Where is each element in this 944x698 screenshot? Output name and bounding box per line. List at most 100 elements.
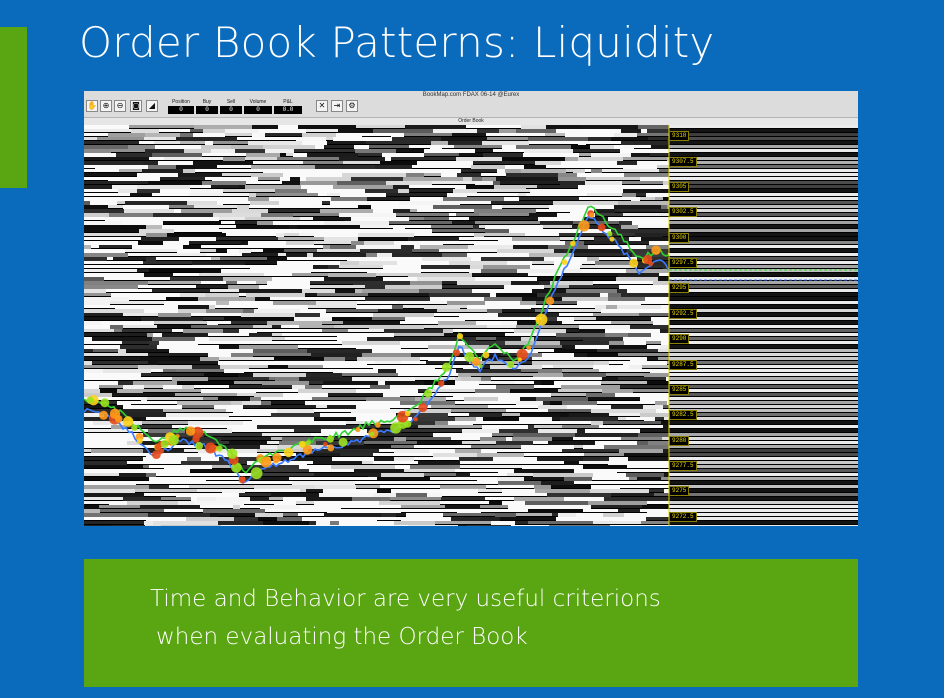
heatmap-cell bbox=[579, 153, 591, 156]
heatmap-cell bbox=[496, 293, 537, 297]
export-icon[interactable]: ⇥ bbox=[331, 100, 343, 112]
heatmap-cell bbox=[621, 293, 669, 297]
heatmap-cell bbox=[498, 469, 514, 473]
heatmap-cell bbox=[144, 521, 153, 525]
heatmap-cell bbox=[294, 421, 346, 425]
heatmap-cell bbox=[243, 405, 259, 408]
signal-icon[interactable]: ◢ bbox=[146, 100, 158, 112]
trade-dot bbox=[517, 357, 522, 362]
close-icon[interactable]: ✕ bbox=[316, 100, 328, 112]
heatmap-cell bbox=[203, 397, 218, 400]
heatmap-cell bbox=[137, 173, 144, 177]
heatmap-cell bbox=[195, 337, 209, 341]
heatmap-cell bbox=[302, 289, 335, 293]
heatmap-cell bbox=[593, 521, 641, 524]
heatmap-cell bbox=[267, 257, 287, 261]
heatmap-cell bbox=[466, 125, 521, 128]
heatmap-cell bbox=[380, 485, 440, 488]
heatmap-cell bbox=[360, 249, 412, 253]
heatmap-cell bbox=[203, 317, 224, 320]
heatmap-cell bbox=[226, 409, 233, 412]
heatmap-cell bbox=[84, 429, 148, 432]
heatmap-cell bbox=[91, 245, 99, 248]
heatmap-cell bbox=[617, 305, 661, 309]
heatmap-cell bbox=[666, 317, 669, 321]
heatmap-cell bbox=[149, 269, 201, 272]
heatmap-cell bbox=[373, 365, 435, 369]
heatmap-cell bbox=[343, 161, 380, 164]
heatmap-cell bbox=[608, 217, 635, 221]
heatmap-cell bbox=[540, 221, 573, 225]
heatmap-cell bbox=[366, 397, 415, 401]
heatmap-cell bbox=[663, 197, 669, 201]
heatmap-cell bbox=[127, 377, 172, 380]
heatmap-cell bbox=[146, 417, 194, 420]
heatmap-cell bbox=[326, 309, 378, 312]
heatmap-cell bbox=[477, 313, 498, 317]
book-level-band bbox=[669, 173, 858, 176]
heatmap-cell bbox=[176, 493, 239, 497]
heatmap-cell bbox=[366, 253, 377, 257]
heatmap-cell bbox=[485, 225, 543, 229]
heatmap-cell bbox=[574, 445, 583, 448]
heatmap-cell bbox=[267, 281, 310, 285]
heatmap-cell bbox=[111, 293, 139, 297]
heatmap-cell bbox=[112, 393, 175, 396]
heatmap-cell bbox=[84, 373, 141, 377]
heatmap-cell bbox=[583, 465, 627, 469]
trade-dot bbox=[424, 389, 433, 398]
heatmap-cell bbox=[530, 265, 580, 269]
heatmap-cell bbox=[466, 185, 494, 189]
heatmap-cell bbox=[220, 257, 267, 260]
heatmap-cell bbox=[91, 449, 143, 453]
heatmap-cell bbox=[152, 153, 202, 157]
heatmap-cell bbox=[254, 393, 283, 397]
heatmap-cell bbox=[265, 509, 327, 512]
heatmap-cell bbox=[502, 489, 535, 493]
heatmap-cell bbox=[216, 497, 250, 501]
heatmap-cell bbox=[332, 457, 374, 461]
heatmap-cell bbox=[215, 305, 258, 308]
trade-dot bbox=[302, 444, 313, 455]
heatmap-cell bbox=[239, 293, 246, 296]
hand-icon[interactable]: ✋ bbox=[86, 100, 98, 112]
heatmap-cell bbox=[647, 129, 669, 133]
zoom-in-icon[interactable]: ⊕ bbox=[100, 100, 112, 112]
heatmap-cell bbox=[309, 469, 354, 472]
heatmap-cell bbox=[505, 169, 521, 173]
heatmap-cell bbox=[529, 253, 574, 257]
heatmap-cell bbox=[263, 249, 284, 253]
heatmap-cell bbox=[620, 485, 669, 488]
heatmap-cell bbox=[135, 397, 141, 400]
heatmap-cell bbox=[519, 197, 579, 200]
heatmap-cell bbox=[122, 329, 172, 332]
heatmap-cell bbox=[660, 329, 669, 333]
heatmap-cell bbox=[200, 249, 216, 252]
book-level-band bbox=[669, 473, 858, 476]
heatmap-cell bbox=[152, 193, 189, 196]
zoom-out-icon[interactable]: ⊖ bbox=[114, 100, 126, 112]
heatmap-cell bbox=[169, 349, 224, 353]
heatmap-cell bbox=[661, 477, 669, 480]
book-level-band bbox=[669, 513, 858, 516]
camera-icon[interactable]: ◙ bbox=[130, 100, 142, 112]
heatmap-cell bbox=[84, 485, 149, 489]
heatmap-cell bbox=[267, 441, 279, 444]
heatmap-cell bbox=[354, 469, 404, 473]
heatmap-cell bbox=[623, 213, 669, 216]
heatmap-cell bbox=[84, 513, 148, 517]
settings-gear-icon[interactable]: ⚙ bbox=[346, 100, 358, 112]
heatmap-cell bbox=[647, 509, 669, 513]
heatmap-cell bbox=[272, 333, 282, 336]
heatmap-cell bbox=[370, 385, 390, 389]
heatmap-cell bbox=[205, 141, 213, 145]
heatmap-cell bbox=[125, 277, 170, 280]
heatmap-cell bbox=[251, 173, 283, 177]
heatmap-cell bbox=[562, 321, 611, 324]
heatmap-cell bbox=[430, 145, 442, 149]
heatmap-cell bbox=[410, 281, 442, 285]
heatmap-cell bbox=[84, 277, 104, 281]
book-level-band bbox=[669, 493, 858, 496]
heatmap-cell bbox=[485, 301, 520, 305]
